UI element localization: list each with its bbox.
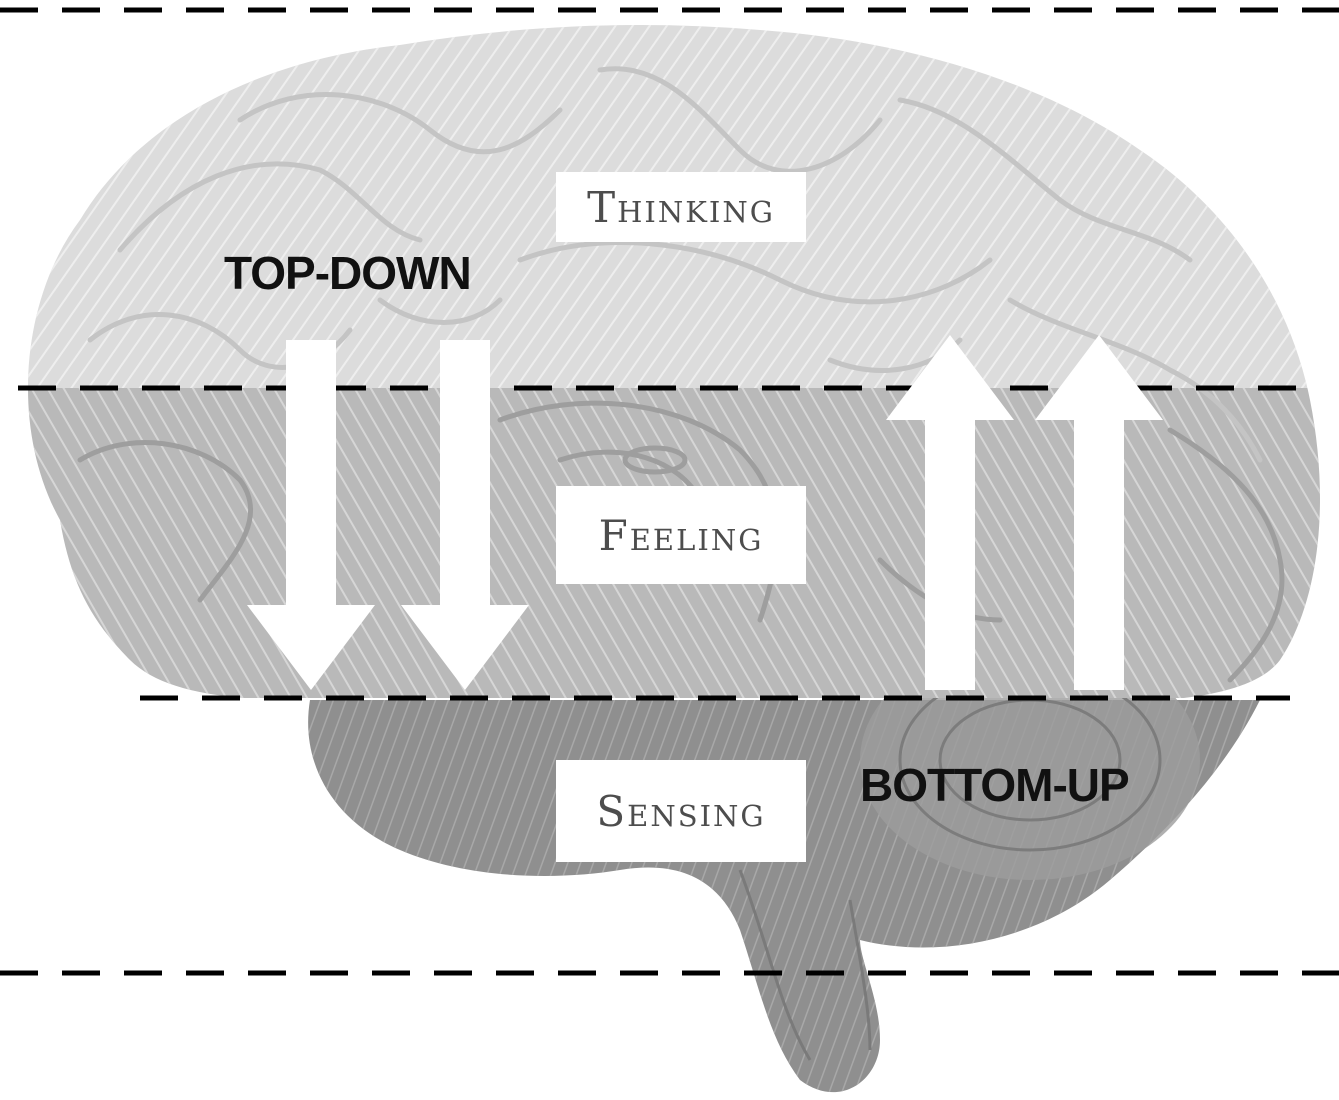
thinking-label: Thinking bbox=[556, 172, 806, 242]
cerebrum-silhouette bbox=[28, 25, 1320, 702]
sensing-label: Sensing bbox=[556, 760, 806, 862]
feeling-label: Feeling bbox=[556, 486, 806, 584]
brainstem-silhouette bbox=[308, 640, 1260, 1092]
bottom-up-label: BOTTOM-UP bbox=[860, 758, 1129, 812]
top-down-label: TOP-DOWN bbox=[224, 246, 471, 300]
